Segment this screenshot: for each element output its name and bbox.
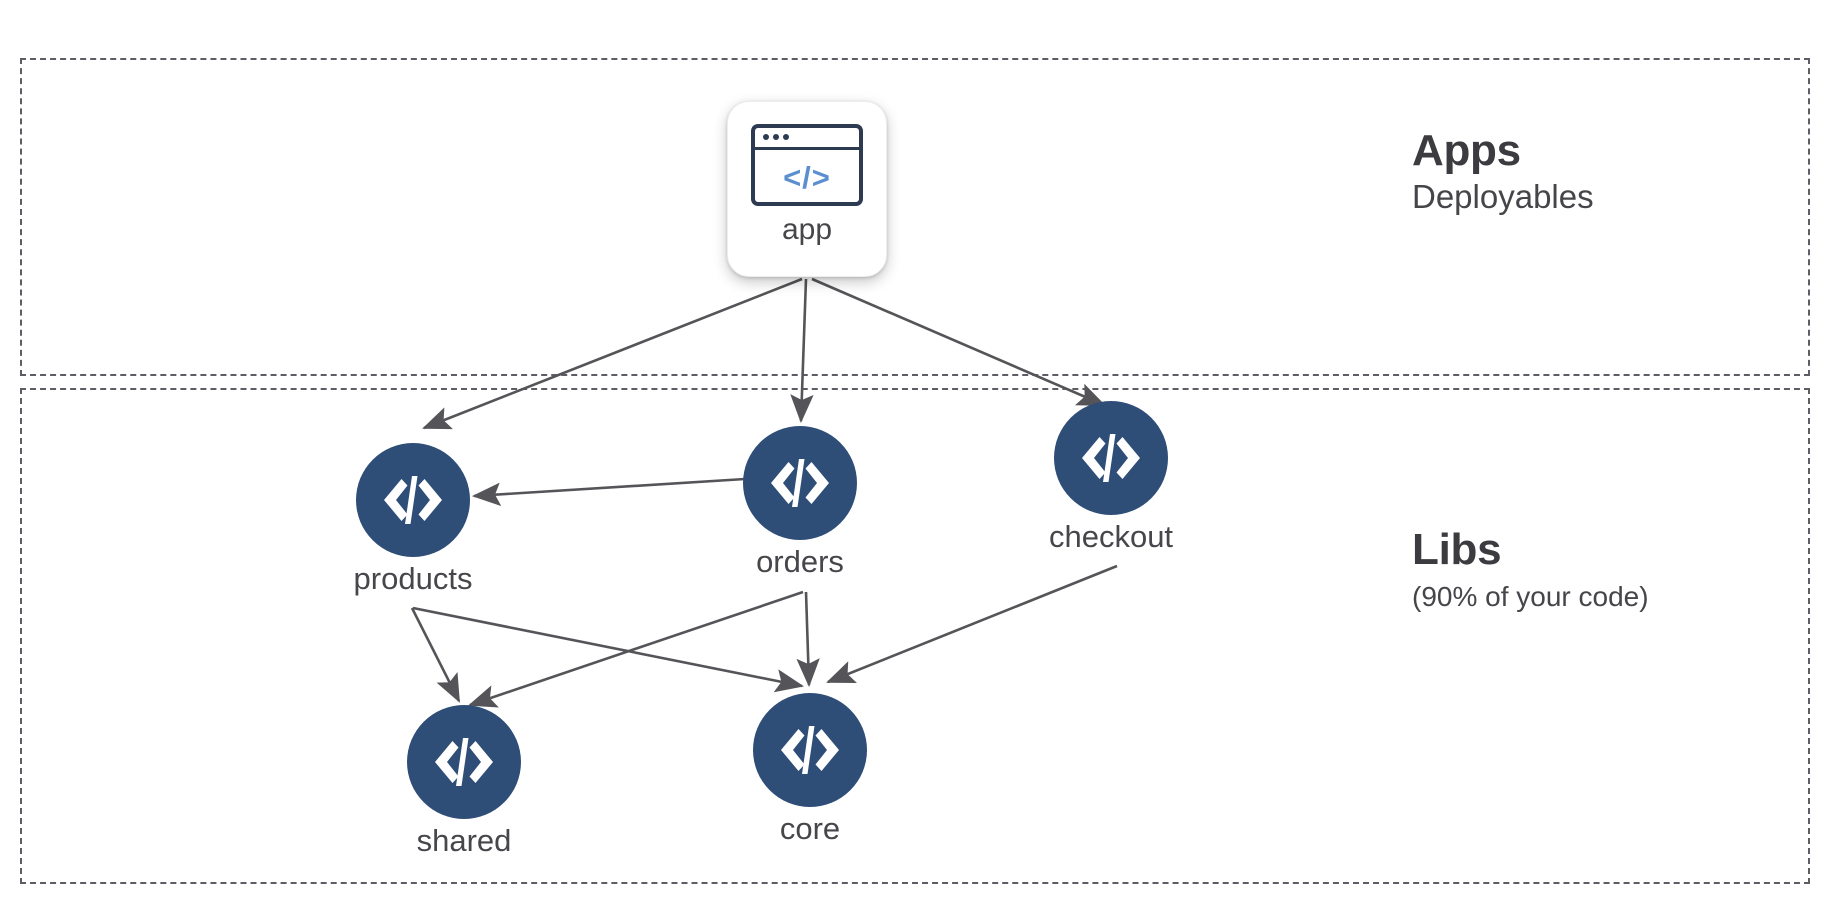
node-app[interactable]: </> app bbox=[727, 101, 887, 277]
node-orders[interactable]: orders bbox=[743, 426, 857, 579]
node-orders-label: orders bbox=[756, 544, 844, 579]
node-app-label: app bbox=[781, 213, 833, 246]
code-brackets-icon bbox=[1054, 401, 1168, 515]
zone-apps-title: Apps bbox=[1412, 126, 1521, 175]
node-shared[interactable]: shared bbox=[407, 705, 521, 858]
window-dots-icon bbox=[763, 134, 789, 140]
zone-libs-boundary bbox=[20, 388, 1810, 884]
code-brackets-icon bbox=[753, 693, 867, 807]
window-titlebar-divider bbox=[755, 147, 859, 150]
edge-products-to-core bbox=[412, 606, 805, 693]
edge-orders-to-shared bbox=[468, 590, 804, 708]
node-checkout[interactable]: checkout bbox=[1049, 401, 1173, 554]
code-brackets-icon bbox=[407, 705, 521, 819]
node-core[interactable]: core bbox=[753, 693, 867, 846]
code-brackets-icon bbox=[356, 443, 470, 557]
edge-checkout-to-core bbox=[826, 564, 1118, 684]
edge-app-to-checkout bbox=[811, 277, 1106, 407]
edge-app-to-orders bbox=[790, 278, 814, 424]
edge-orders-to-core bbox=[796, 591, 820, 688]
node-checkout-label: checkout bbox=[1048, 519, 1174, 554]
node-core-label: core bbox=[779, 811, 841, 846]
edge-products-to-shared bbox=[410, 607, 461, 703]
zone-apps-caption: Apps Deployables bbox=[1412, 126, 1594, 217]
code-brackets-icon bbox=[743, 426, 857, 540]
edge-orders-to-products bbox=[471, 477, 746, 507]
node-products[interactable]: products bbox=[353, 443, 473, 596]
zone-apps-boundary bbox=[20, 58, 1810, 376]
code-glyph: </> bbox=[783, 160, 831, 195]
zone-libs-subtitle: (90% of your code) bbox=[1412, 581, 1649, 613]
zone-libs-caption: Libs (90% of your code) bbox=[1412, 525, 1649, 614]
node-shared-label: shared bbox=[416, 823, 512, 858]
zone-libs-title: Libs bbox=[1412, 525, 1502, 574]
edge-app-to-products bbox=[422, 277, 803, 430]
node-products-label: products bbox=[353, 561, 473, 596]
zone-apps-subtitle: Deployables bbox=[1412, 178, 1594, 216]
code-window-icon: </> bbox=[751, 124, 863, 206]
